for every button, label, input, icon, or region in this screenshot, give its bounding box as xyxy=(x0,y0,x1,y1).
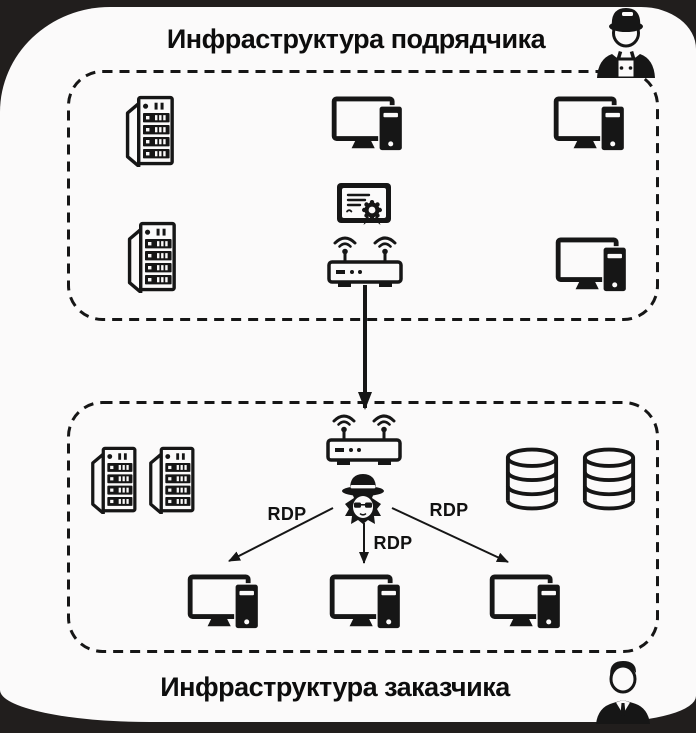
server-rack-icon xyxy=(122,95,176,167)
database-icon xyxy=(581,446,637,512)
server-rack-icon xyxy=(146,446,196,514)
contractor-zone-border xyxy=(67,70,659,321)
server-rack-icon xyxy=(124,221,178,293)
rdp-arrow-left xyxy=(228,507,334,562)
rdp-label-right: RDP xyxy=(429,500,469,520)
workstation-icon xyxy=(330,96,406,154)
rdp-arrow-right xyxy=(391,507,509,563)
businessman-icon xyxy=(587,656,659,724)
wifi-router-icon xyxy=(325,408,403,466)
workstation-icon xyxy=(186,574,262,632)
workstation-icon xyxy=(552,96,628,154)
certificate-icon xyxy=(336,182,392,228)
customer-zone-title: Инфраструктура заказчика xyxy=(160,672,510,702)
server-rack-icon xyxy=(88,446,138,514)
workstation-icon xyxy=(488,574,564,632)
workstation-icon xyxy=(554,237,630,295)
worker-icon xyxy=(593,2,659,78)
rdp-label-left: RDP xyxy=(267,504,307,524)
database-icon xyxy=(504,446,560,512)
wifi-router-icon xyxy=(326,230,404,288)
contractor-zone-title: Инфраструктура подрядчика xyxy=(166,24,546,54)
rdp-label-middle: RDP xyxy=(373,533,413,553)
white-card-background xyxy=(0,7,696,722)
hacker-icon xyxy=(334,471,392,531)
workstation-icon xyxy=(328,574,404,632)
